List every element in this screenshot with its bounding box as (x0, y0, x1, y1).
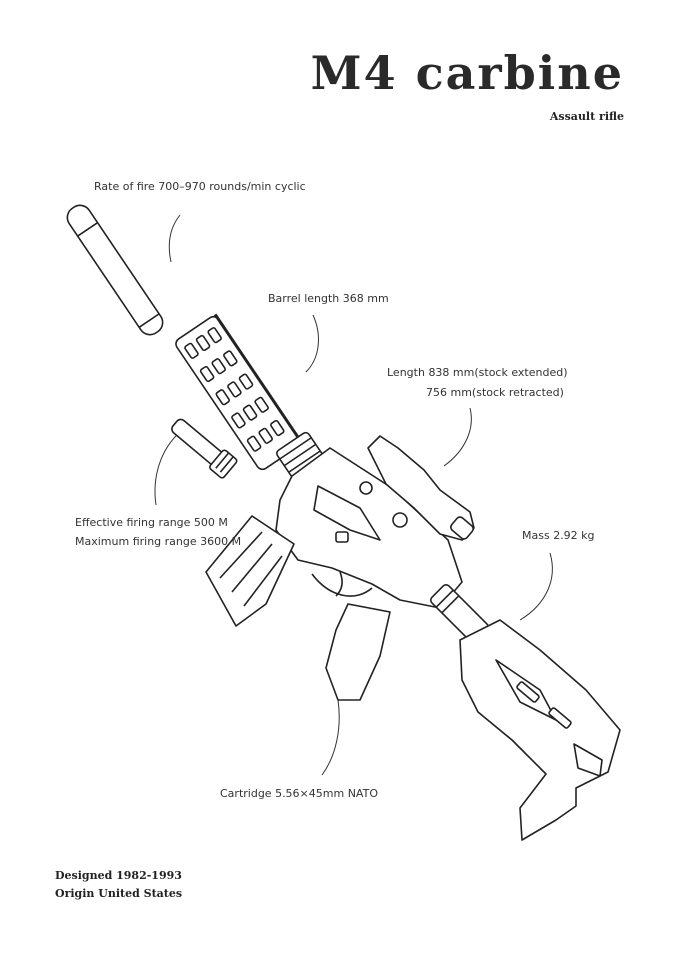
trigger-guard-part (311, 573, 373, 597)
annotation-rate-of-fire: Rate of fire 700–970 rounds/min cyclic (94, 180, 306, 193)
leader-effective-range (154, 431, 181, 506)
leader-mass (519, 552, 553, 621)
rifle-drawing (66, 204, 621, 841)
footer-designed: Designed 1982-1993 (55, 869, 182, 882)
selector-part (335, 531, 349, 543)
leader-length (443, 407, 472, 467)
leader-barrel-length (305, 314, 319, 373)
annotation-maximum-range: Maximum firing range 3600 M (75, 535, 242, 548)
suppressor-part (66, 204, 164, 336)
annotation-length-retracted: 756 mm(stock retracted) (426, 386, 564, 399)
annotation-effective-range: Effective firing range 500 M (75, 516, 228, 529)
forward-assist-part (392, 512, 408, 528)
leader-lines (154, 214, 553, 776)
foregrip-part (171, 418, 238, 479)
page-title: M4 carbine (310, 46, 624, 100)
charging-handle-part (359, 481, 373, 495)
annotation-length-extended: Length 838 mm(stock extended) (387, 366, 568, 379)
annotation-barrel-length: Barrel length 368 mm (268, 292, 389, 305)
sight-knob-part (450, 516, 474, 540)
trigger-part (335, 571, 343, 597)
footer-origin: Origin United States (55, 887, 183, 900)
ejection-port-part (313, 485, 381, 541)
leader-rate-of-fire (168, 214, 181, 263)
sight-part (367, 435, 475, 541)
annotation-cartridge: Cartridge 5.56×45mm NATO (220, 787, 378, 800)
leader-cartridge (321, 699, 340, 776)
stock-part (459, 619, 621, 841)
annotation-mass: Mass 2.92 kg (522, 529, 595, 542)
pistol-grip-part (325, 603, 391, 701)
page-subtitle: Assault rifle (549, 110, 624, 123)
